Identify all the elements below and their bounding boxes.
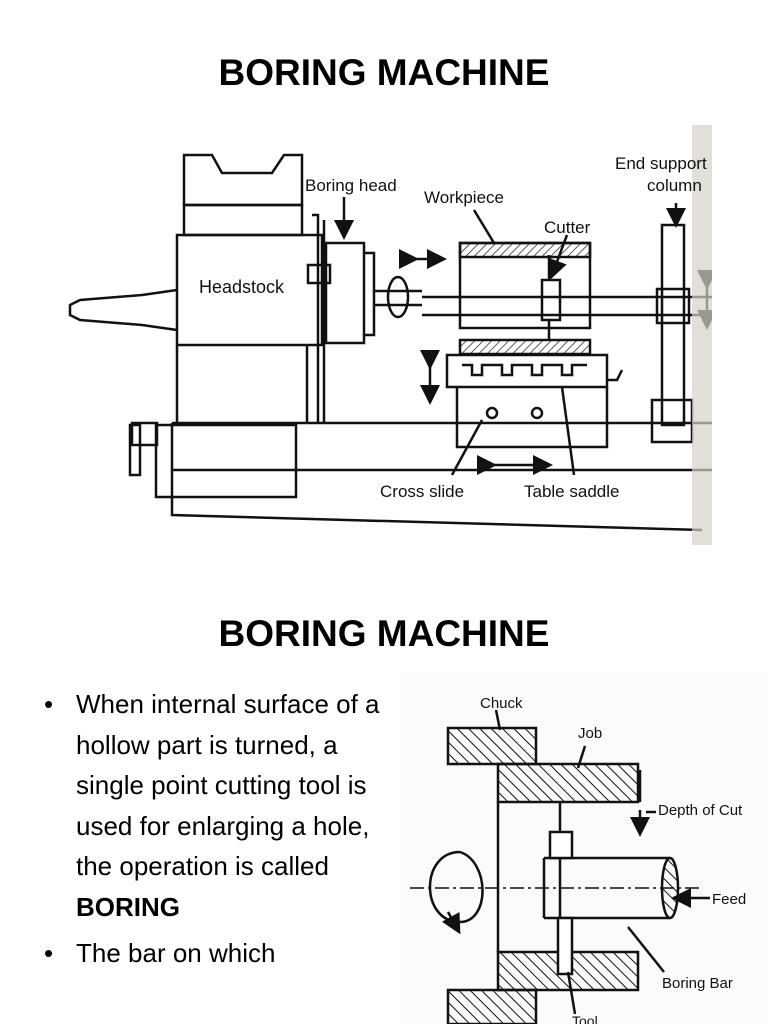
slide-title-1: BORING MACHINE (218, 52, 550, 93)
label-workpiece: Workpiece (424, 188, 504, 207)
bullet-dot: • (44, 689, 54, 719)
label-job: Job (578, 725, 602, 742)
label-tool: Tool (572, 1013, 598, 1024)
label-table-saddle: Table saddle (524, 482, 619, 501)
label-end-support: End support (615, 154, 707, 173)
label-chuck: Chuck (480, 695, 523, 712)
bullet-item: • When internal surface of a hollow part… (40, 684, 392, 927)
boring-machine-diagram: Boring head Workpiece Cutter End support… (68, 125, 712, 545)
bullet-text: The bar on which (76, 938, 276, 968)
label-feed: Feed (712, 891, 746, 908)
boring-operation-diagram: Chuck Job Depth of Cut Feed Boring Bar T… (400, 672, 768, 1024)
label-cutter: Cutter (544, 218, 591, 237)
bullet-dot: • (44, 938, 54, 968)
label-headstock: Headstock (199, 277, 285, 297)
label-end-support-column: column (647, 176, 702, 195)
bullet-bold-term: BORING (76, 891, 180, 922)
label-boring-bar: Boring Bar (662, 975, 733, 992)
bullet-item: • The bar on which (40, 933, 392, 974)
slide-title-2: BORING MACHINE (218, 613, 550, 654)
label-cross-slide: Cross slide (380, 482, 464, 501)
bed-drawer (154, 423, 298, 499)
label-boring-head: Boring head (305, 176, 397, 195)
bullet-list: • When internal surface of a hollow part… (40, 684, 392, 980)
bullet-text: When internal surface of a hollow part i… (76, 689, 380, 881)
label-depth-of-cut: Depth of Cut (658, 802, 743, 819)
